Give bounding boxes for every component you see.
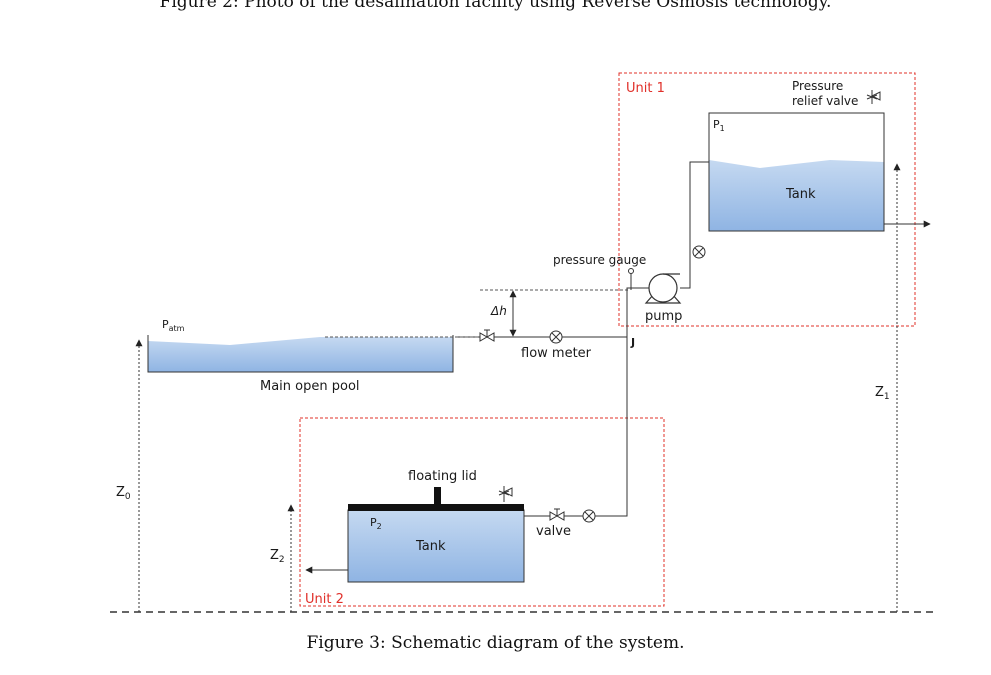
upper-tank-water	[709, 160, 884, 231]
delta-h-label: Δh	[490, 304, 507, 318]
pressure-relief-label-line1: Pressure	[792, 79, 843, 93]
main-pool-water	[148, 337, 453, 372]
pump-icon	[644, 273, 682, 304]
z2-label: Z2	[270, 548, 285, 565]
flow-meter-label: flow meter	[521, 346, 592, 361]
upper-tank	[708, 112, 885, 232]
p1-label: P1	[713, 118, 725, 133]
unit-2-label: Unit 2	[305, 592, 344, 607]
pressure-gauge-label: pressure gauge	[553, 253, 646, 267]
pressure-relief-valve-icon	[866, 90, 881, 104]
patm-label: Patm	[162, 318, 185, 333]
pressure-relief-label-line2: relief valve	[792, 94, 858, 108]
z1-label: Z1	[875, 385, 890, 402]
floating-lid	[348, 504, 524, 511]
pipe-junction-vertical	[595, 287, 649, 517]
pool-outlet-valve-icon	[479, 329, 495, 342]
figure-3-caption: Figure 3: Schematic diagram of the syste…	[306, 633, 685, 653]
floating-lid-label: floating lid	[408, 469, 477, 484]
lower-tank-label: Tank	[415, 539, 446, 554]
upper-tank-label: Tank	[785, 187, 816, 202]
junction-label: J	[630, 336, 635, 349]
lower-tank-water	[347, 509, 525, 583]
lower-inlet-valve-icon	[549, 508, 565, 521]
unit-1-boundary	[618, 72, 916, 327]
lower-relief-valve-icon	[498, 486, 513, 502]
flow-meter-icon	[549, 330, 563, 344]
figure-2-caption: Figure 2: Photo of the desalination faci…	[159, 0, 832, 12]
unit-2-boundary	[299, 417, 665, 607]
pressure-gauge-icon	[628, 268, 634, 290]
valve-label: valve	[536, 524, 571, 539]
main-pool-label: Main open pool	[260, 379, 360, 394]
pipe-pump-to-upper-tank	[680, 161, 709, 289]
lower-flow-meter-icon	[582, 509, 596, 523]
p2-label: P2	[370, 516, 382, 531]
main-pool-basin	[147, 335, 454, 373]
upper-flow-meter-icon	[692, 245, 706, 259]
z0-label: Z0	[116, 485, 131, 502]
unit-1-label: Unit 1	[626, 81, 665, 96]
floating-lid-handle	[434, 487, 441, 505]
pump-label: pump	[645, 309, 682, 324]
